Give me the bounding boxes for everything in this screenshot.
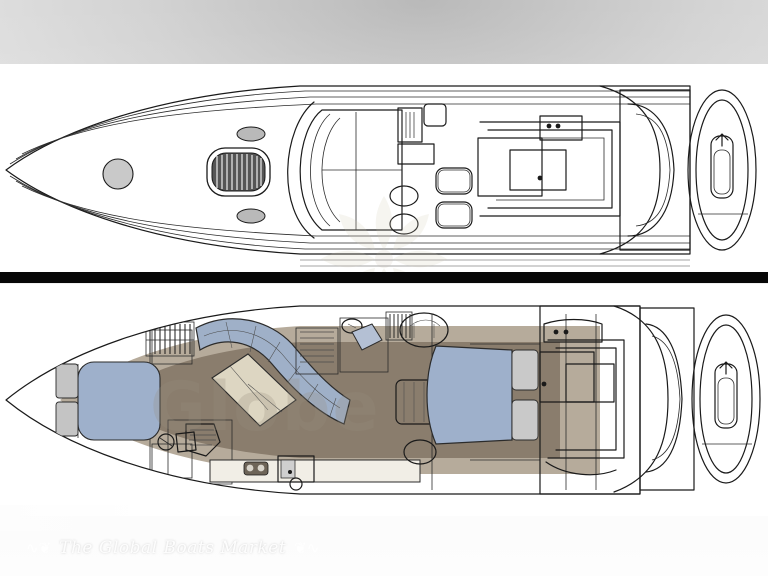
galley-upper xyxy=(295,317,389,375)
mid-cabin-stool xyxy=(403,439,437,465)
forward-v-berth xyxy=(55,324,161,480)
interior-plan-drawing xyxy=(5,305,761,495)
head-compartment xyxy=(157,419,233,485)
rubrail-lines xyxy=(300,259,690,267)
panel-separator-band xyxy=(0,272,768,283)
tender-dinghy-icon xyxy=(691,314,761,484)
swim-platform-icon xyxy=(599,85,691,255)
v-berth-mattress xyxy=(77,361,161,441)
helm-station-icon xyxy=(397,103,447,165)
salon-table xyxy=(211,353,297,427)
mid-cabin-berth xyxy=(403,314,539,490)
galley-chair xyxy=(351,323,383,351)
deck-plan-drawing xyxy=(5,85,757,267)
cockpit-seating-icon xyxy=(389,167,473,235)
windshield-icon xyxy=(287,101,403,239)
tender-dinghy-icon xyxy=(687,89,757,251)
foredeck-hatch-icon xyxy=(102,158,134,190)
berth-pillow xyxy=(55,363,79,399)
berth-pillow xyxy=(511,349,539,391)
footer-haze xyxy=(0,505,150,531)
deck-plan-panel xyxy=(0,64,768,272)
head-toilet xyxy=(175,431,197,453)
head-sink xyxy=(157,433,175,451)
swim-platform-icon xyxy=(613,305,695,493)
galley-counter xyxy=(209,455,421,491)
dinette-seat xyxy=(399,312,449,348)
galley-sink xyxy=(277,455,315,483)
aft-lounge-icon xyxy=(477,115,621,217)
salon-settee xyxy=(195,318,351,425)
mid-berth-mattress xyxy=(426,345,513,445)
aft-cockpit xyxy=(539,305,641,495)
foredeck-skylight-icon xyxy=(206,126,271,224)
berth-pillow xyxy=(511,399,539,441)
interior-plan-panel xyxy=(0,284,768,516)
berth-pillow xyxy=(55,401,79,437)
